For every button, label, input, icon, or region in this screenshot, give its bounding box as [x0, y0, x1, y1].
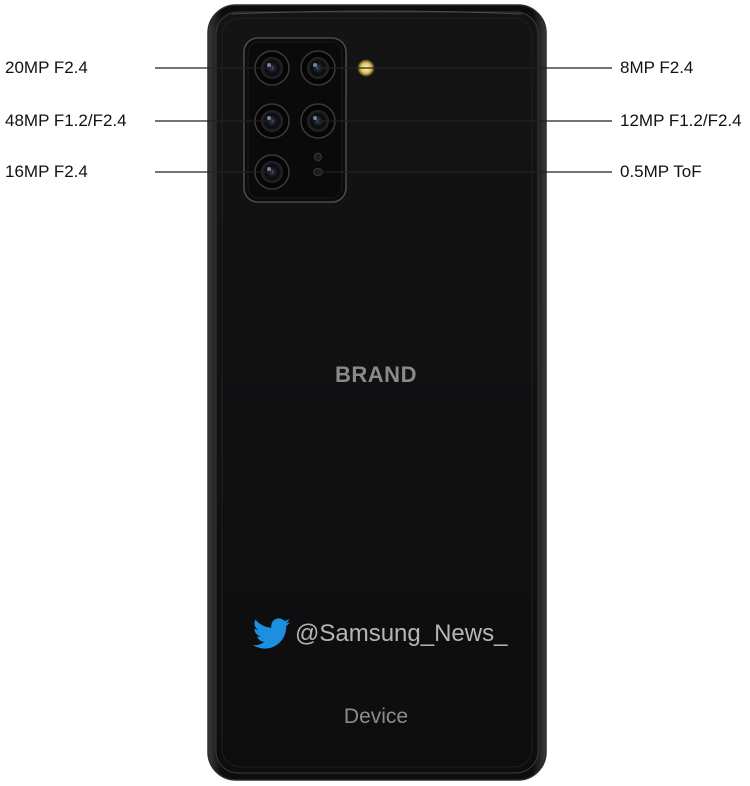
watermark-handle: @Samsung_News_ — [295, 620, 508, 647]
spec-label-8mp: 8MP F2.4 — [620, 58, 694, 77]
twitter-bird-shape — [252, 618, 291, 649]
spec-label-tof: 0.5MP ToF — [620, 162, 702, 181]
device-model-text: Device — [343, 705, 409, 728]
lens-8mp — [300, 50, 336, 86]
spec-label-12mp: 12MP F1.2/F2.4 — [620, 111, 742, 130]
watermark: @Samsung_News_ — [252, 616, 508, 652]
spec-label-16mp: 16MP F2.4 — [5, 162, 88, 181]
brand-logo-text: BRAND — [335, 362, 417, 387]
callout-lines — [155, 67, 612, 173]
spec-label-20mp: 20MP F2.4 — [5, 58, 88, 77]
spec-label-48mp: 48MP F1.2/F2.4 — [5, 111, 127, 130]
twitter-bird-icon — [252, 617, 291, 651]
